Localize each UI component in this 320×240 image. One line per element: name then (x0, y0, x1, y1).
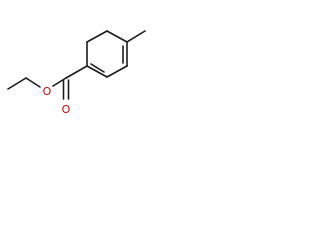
bond-ring-c6-c1 (86, 65, 108, 78)
bond-ethyl-c2-ester-o (25, 77, 41, 88)
carbonyl-oxygen-label: O (62, 103, 71, 116)
bond-ethyl-c1-c2 (7, 77, 27, 90)
bond-carbonyl-c-ring (65, 65, 88, 79)
bond-ring-c6-c1-inner (90, 63, 105, 73)
bond-methyl (126, 30, 146, 43)
bond-ring-c5-c6 (106, 65, 128, 78)
ester-oxygen-label: O (43, 85, 52, 98)
molecule-structure: O O (7, 30, 146, 116)
bond-ring-c2-c3 (86, 30, 108, 43)
molecule-canvas: O O (0, 0, 150, 150)
bond-ring-c3-c4 (106, 30, 128, 43)
